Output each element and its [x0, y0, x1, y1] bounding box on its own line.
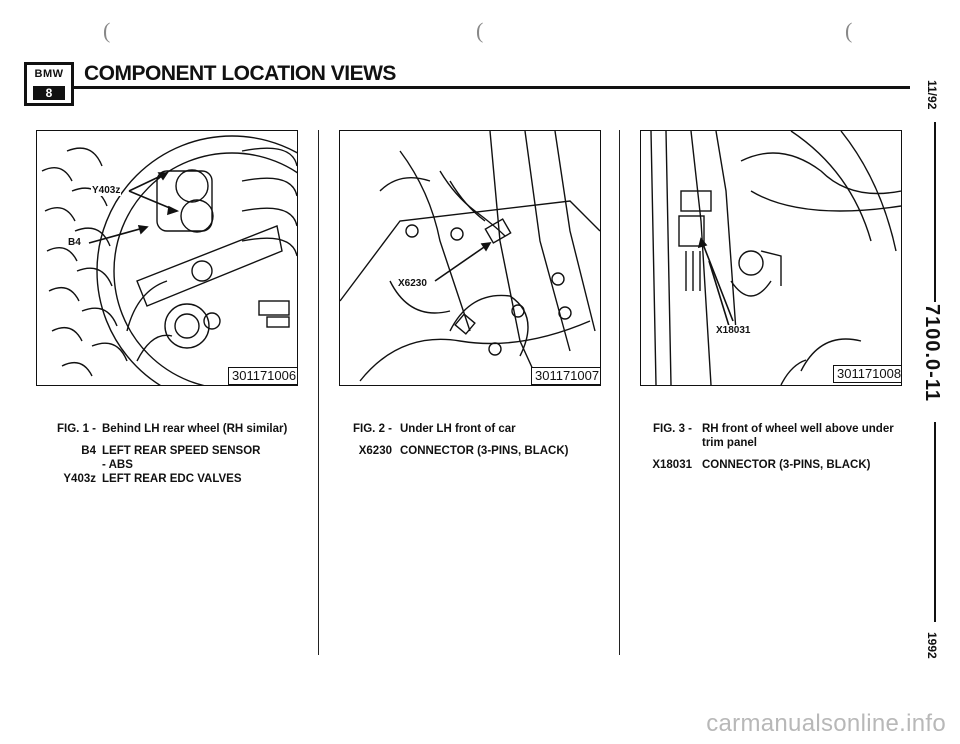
- watermark: carmanualsonline.info: [706, 710, 946, 737]
- section-number: 7100.0-11: [921, 304, 943, 402]
- caption-key: X6230: [358, 445, 392, 457]
- figure-2-photo: X6230 301171007: [339, 130, 601, 386]
- figure-2-drawing: [340, 131, 600, 385]
- figure-ref-number: 301171008: [833, 365, 901, 383]
- header-rule: [72, 86, 910, 89]
- bmw-logo: BMW 8: [24, 62, 74, 106]
- callout-label: X18031: [715, 325, 752, 336]
- caption-key: FIG. 1 -: [57, 423, 96, 435]
- callout-label: Y403z: [91, 185, 122, 196]
- spine-rule: [934, 122, 936, 302]
- column-divider: [619, 130, 620, 655]
- caption-key: FIG. 3 -: [653, 423, 692, 435]
- figure-1-drawing: [41, 135, 297, 385]
- caption-text: LEFT REAR EDC VALVES: [102, 473, 242, 485]
- caption-key: B4: [81, 445, 96, 457]
- figure-3-drawing: [650, 131, 901, 385]
- column-divider: [318, 130, 319, 655]
- figure-3-photo: X18031 301171008: [640, 130, 902, 386]
- year-code: 1992: [925, 632, 939, 659]
- caption-text: Under LH front of car: [400, 423, 516, 435]
- caption-key: FIG. 2 -: [353, 423, 392, 435]
- caption-text: LEFT REAR SPEED SENSOR - ABS: [102, 445, 261, 471]
- callout-label: B4: [67, 237, 82, 248]
- spine-rule: [934, 422, 936, 622]
- figure-ref-number: 301171006: [228, 367, 297, 385]
- figure-ref-number: 301171007: [531, 367, 600, 385]
- caption-text: RH front of wheel well above under trim …: [702, 423, 894, 449]
- page-title: COMPONENT LOCATION VIEWS: [84, 62, 396, 85]
- caption-key: Y403z: [63, 473, 96, 485]
- scan-mark: (: [476, 18, 484, 43]
- caption-key: X18031: [652, 459, 692, 471]
- scan-mark: (: [103, 18, 111, 43]
- scan-mark: (: [845, 18, 853, 43]
- figure-1-photo: Y403z B4 301171006: [36, 130, 298, 386]
- caption-text: CONNECTOR (3-PINS, BLACK): [702, 459, 871, 471]
- caption-text: Behind LH rear wheel (RH similar): [102, 423, 288, 435]
- logo-text: BMW: [34, 68, 64, 80]
- callout-label: X6230: [397, 278, 428, 289]
- date-code: 11/92: [925, 80, 939, 110]
- logo-series: 8: [33, 86, 65, 100]
- caption-text: CONNECTOR (3-PINS, BLACK): [400, 445, 569, 457]
